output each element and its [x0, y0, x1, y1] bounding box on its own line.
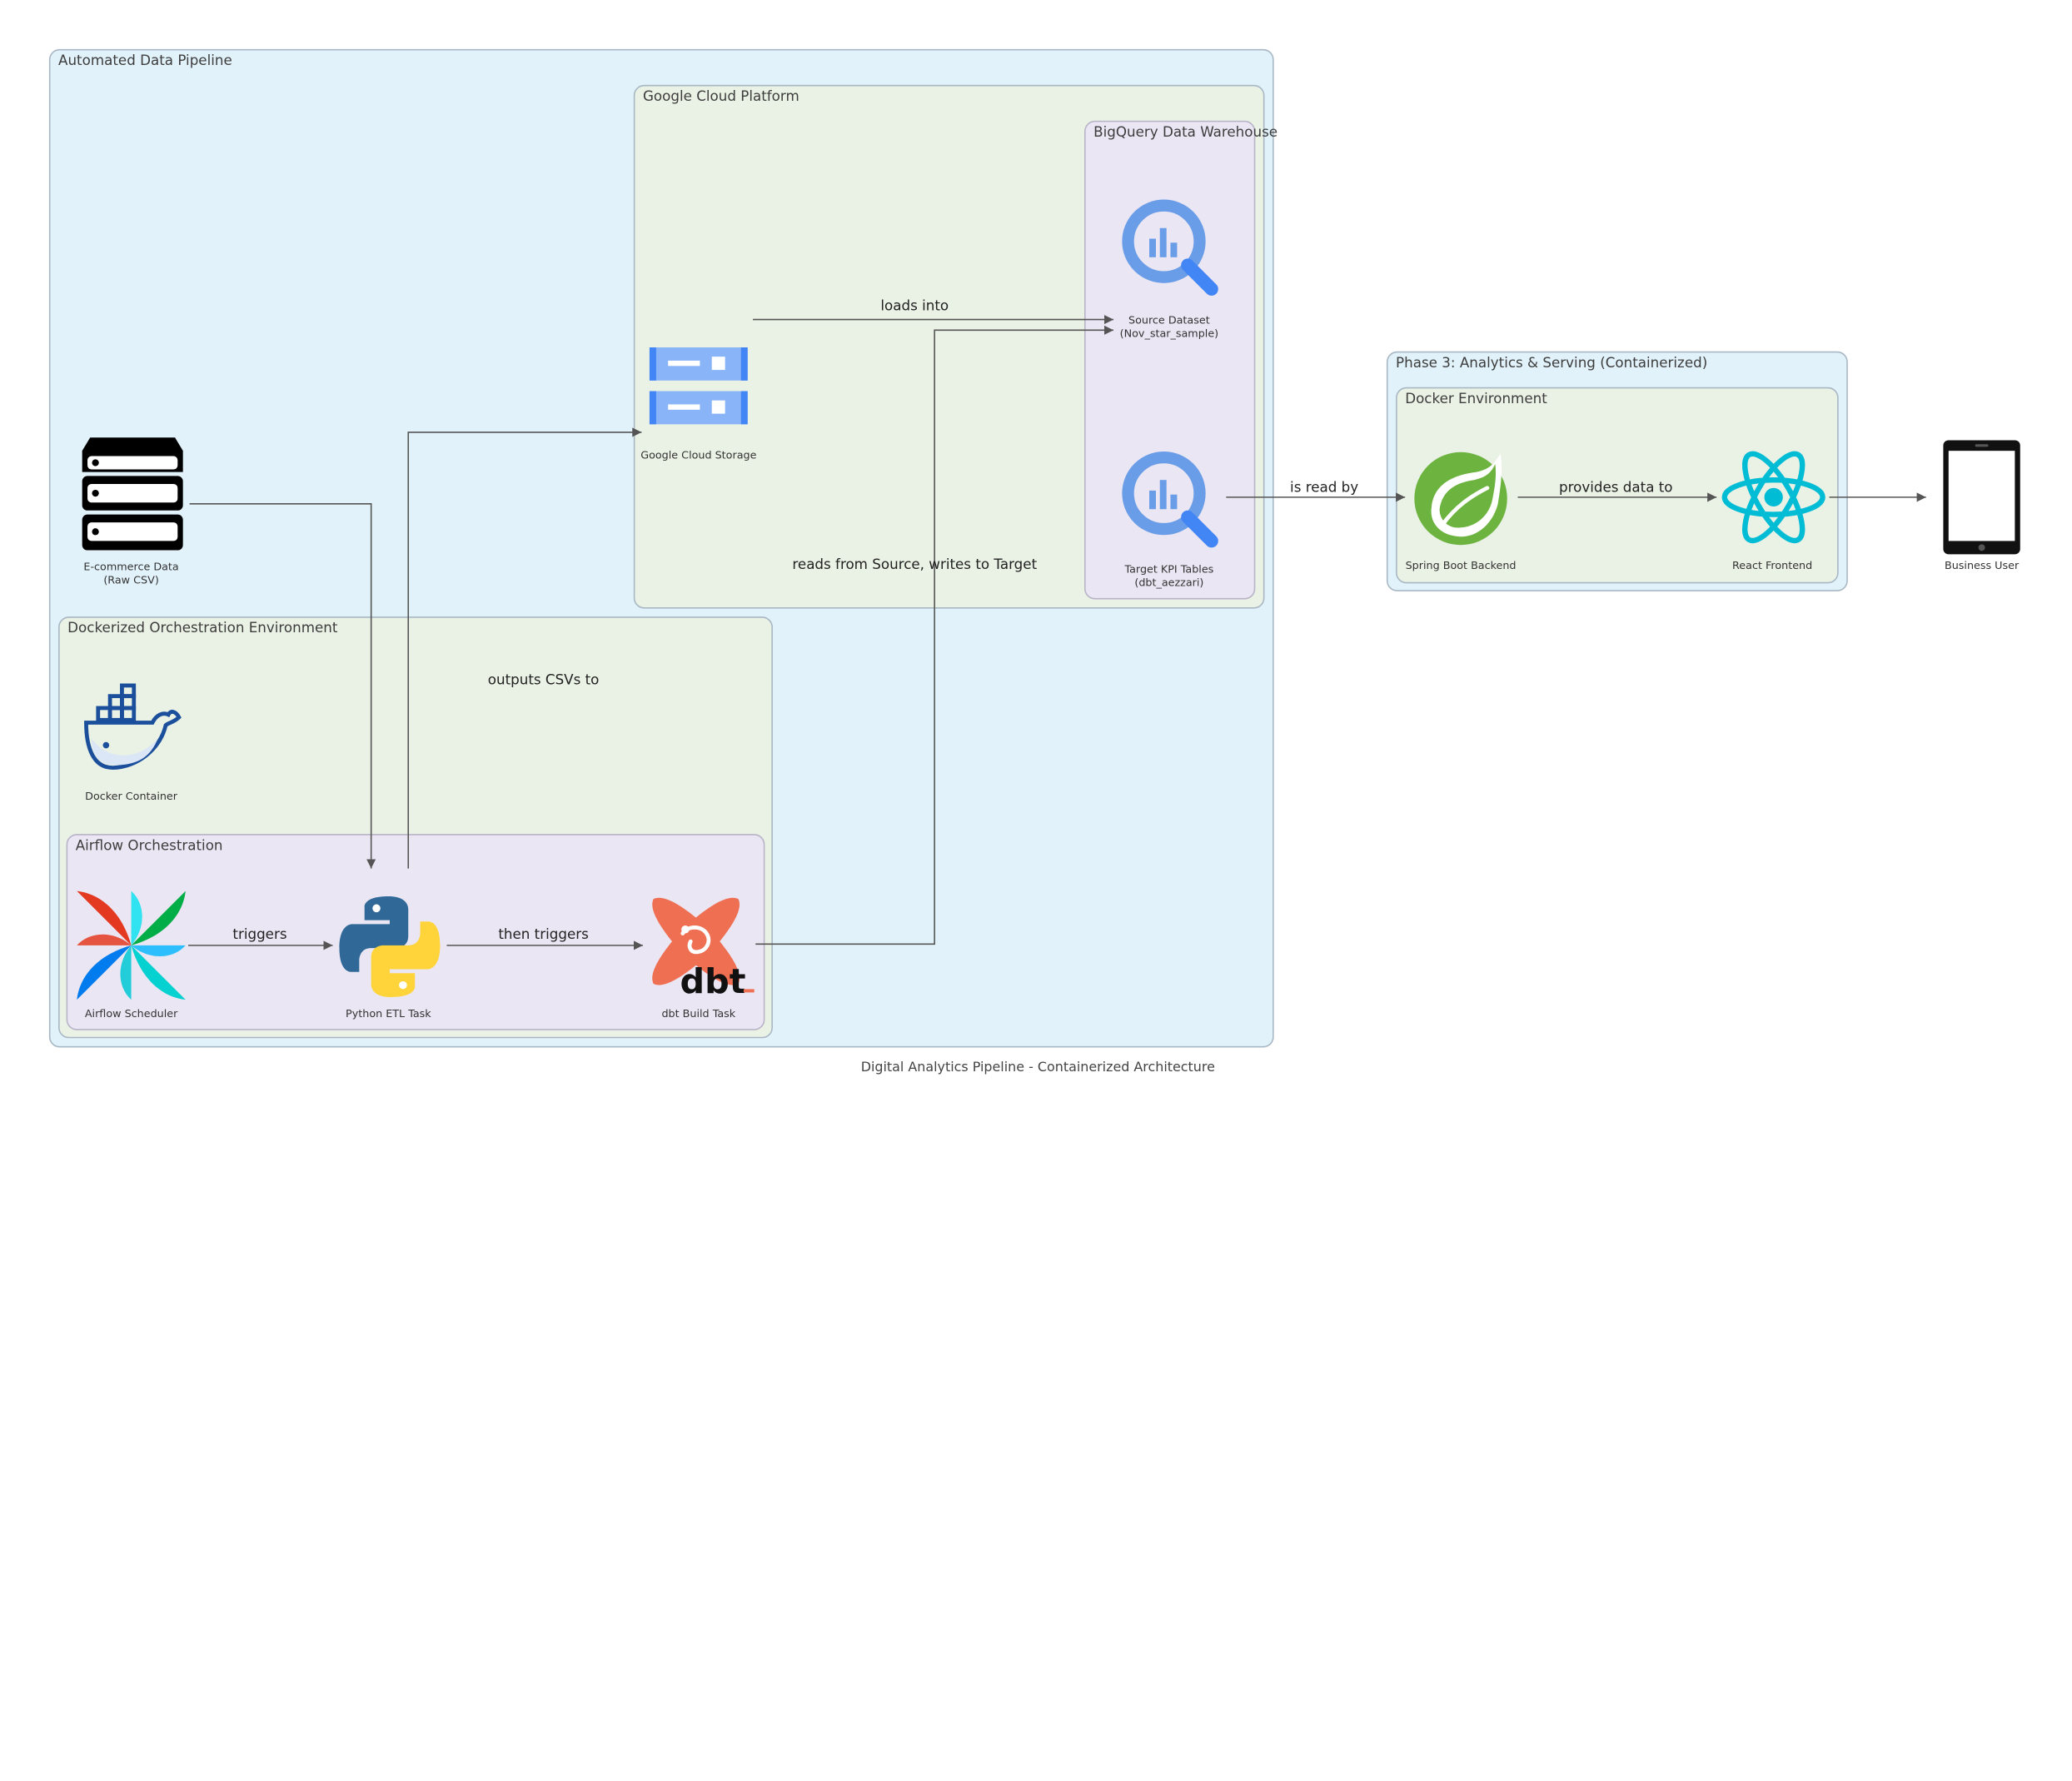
- edge-label-loads-into: loads into: [880, 298, 949, 315]
- cluster-title: BigQuery Data Warehouse: [1093, 124, 1278, 141]
- node-label-gcs: Google Cloud Storage: [640, 449, 757, 461]
- svg-text:dbt: dbt: [680, 961, 746, 1001]
- node-label-dbt-build: dbt Build Task: [661, 1007, 736, 1020]
- edge-label-reads-writes: reads from Source, writes to Target: [792, 556, 1038, 573]
- node-label-spring-boot: Spring Boot Backend: [1405, 559, 1517, 572]
- react-atom-icon: [1721, 451, 1825, 544]
- edge-label-provides-data: provides data to: [1559, 480, 1673, 496]
- cluster-title: Airflow Orchestration: [75, 837, 223, 855]
- cluster-title: Phase 3: Analytics & Serving (Containeri…: [1396, 355, 1708, 372]
- cluster-title: Docker Environment: [1405, 391, 1547, 407]
- edge-label-outputs-csvs: outputs CSVs to: [487, 671, 600, 689]
- bigquery-icon: [1122, 451, 1218, 548]
- bigquery-icon: [1122, 199, 1218, 296]
- node-label-airflow-scheduler: Airflow Scheduler: [84, 1007, 178, 1020]
- edges-layer: [188, 315, 1926, 950]
- edge-label-then-triggers: then triggers: [498, 926, 589, 943]
- cluster-title: Automated Data Pipeline: [58, 52, 232, 69]
- python-logo-icon: [339, 895, 441, 997]
- airflow-pinwheel-icon: [77, 890, 186, 1000]
- dbt-logo-icon: dbt: [652, 897, 755, 1001]
- edge-python-to-gcs: [407, 427, 642, 869]
- database-icon: [82, 437, 183, 551]
- node-label-docker-container: Docker Container: [85, 790, 178, 802]
- diagram-caption: Digital Analytics Pipeline - Containeriz…: [860, 1060, 1215, 1075]
- docker-whale-icon: [84, 683, 182, 770]
- edge-dbt-to-source: [755, 325, 1114, 945]
- tablet-device-icon: [1943, 440, 2020, 555]
- spring-leaf-icon: [1414, 451, 1507, 546]
- cluster-title: Google Cloud Platform: [642, 88, 799, 105]
- node-label-business-user: Business User: [1944, 559, 2020, 572]
- node-label-ecommerce: E-commerce Data (Raw CSV): [83, 561, 179, 586]
- node-label-python-etl: Python ETL Task: [346, 1007, 431, 1020]
- node-label-source-dataset: Source Dataset (Nov_star_sample): [1119, 314, 1219, 340]
- node-label-target-tables: Target KPI Tables (dbt_aezzari): [1124, 563, 1214, 589]
- edge-ecommerce-to-python: [189, 503, 376, 869]
- node-label-react: React Frontend: [1732, 559, 1813, 572]
- edge-label-triggers: triggers: [232, 926, 287, 943]
- cluster-title: Dockerized Orchestration Environment: [67, 620, 338, 637]
- edge-label-is-read-by: is read by: [1290, 480, 1359, 496]
- cloud-storage-icon: [649, 347, 748, 425]
